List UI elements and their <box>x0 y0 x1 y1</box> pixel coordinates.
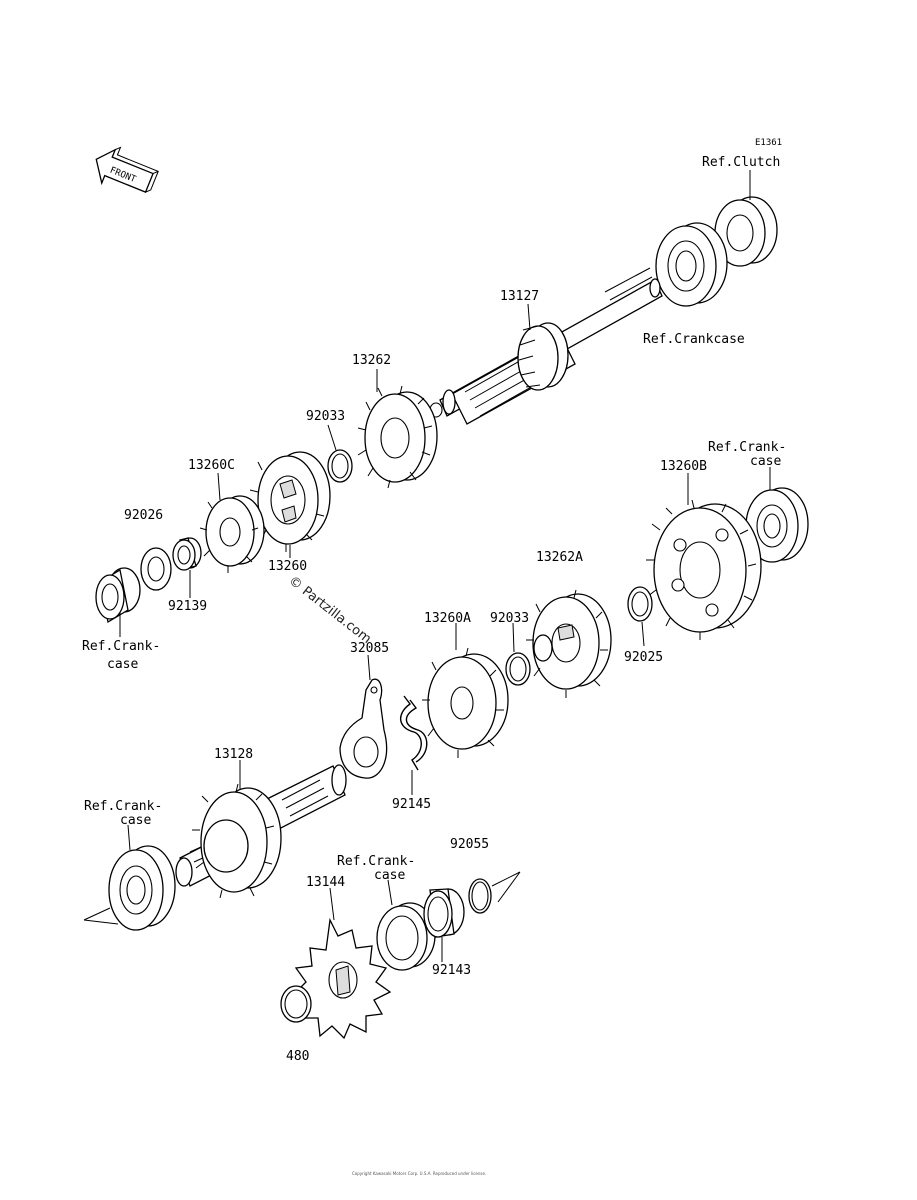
gear-13127 <box>517 322 569 391</box>
gear-13262 <box>357 385 438 489</box>
label-ref-crank-case-4a: Ref.Crank- <box>337 854 415 869</box>
circlip-92033-upper <box>327 449 353 483</box>
collar-92143 <box>423 888 465 938</box>
label-13260: 13260 <box>268 559 307 574</box>
circlip-92033-lower <box>505 652 531 686</box>
bearing-lower-left <box>83 845 176 931</box>
label-ref-crank-case-3b: case <box>120 813 151 828</box>
sprocket-13144 <box>292 917 392 1040</box>
needle-bearing-left <box>95 567 141 624</box>
circlip-480 <box>280 985 312 1023</box>
gear-13260C <box>199 495 265 573</box>
copyright-notice: Copyright Kawasaki Motors Corp. U.S.A. R… <box>352 1171 486 1176</box>
diagram-code: E1361 <box>755 138 782 148</box>
label-13127: 13127 <box>500 289 539 304</box>
label-ref-crankcase: Ref.Crankcase <box>643 332 745 347</box>
label-13144: 13144 <box>306 875 345 890</box>
bearing-right <box>745 487 809 563</box>
gear-13260B <box>646 499 762 640</box>
oil-seal <box>376 902 436 971</box>
gear-13262A <box>526 589 612 698</box>
watermark: © Partzilla.com <box>286 573 374 647</box>
label-13260C: 13260C <box>188 458 235 473</box>
gear-13260 <box>249 451 331 552</box>
label-32085: 32085 <box>350 641 389 656</box>
label-ref-crank-case-4b: case <box>374 868 405 883</box>
bearing-ref-clutch <box>714 196 778 267</box>
label-92033-lower: 92033 <box>490 611 529 626</box>
label-480: 480 <box>286 1049 309 1064</box>
label-13260A: 13260A <box>424 611 471 626</box>
o-ring-92055 <box>468 871 521 914</box>
label-13128: 13128 <box>214 747 253 762</box>
label-ref-crank-case-3a: Ref.Crank- <box>84 799 162 814</box>
label-92055: 92055 <box>450 837 489 852</box>
label-ref-crank-case-2a: Ref.Crank- <box>708 440 786 455</box>
label-13262: 13262 <box>352 353 391 368</box>
label-92033-upper: 92033 <box>306 409 345 424</box>
label-92139: 92139 <box>168 599 207 614</box>
label-92025: 92025 <box>624 650 663 665</box>
label-ref-crank-case-2b: case <box>750 454 781 469</box>
label-13262A: 13262A <box>536 550 583 565</box>
label-ref-crank-case-1a: Ref.Crank- <box>82 639 160 654</box>
plate-32085 <box>339 678 388 779</box>
label-92026: 92026 <box>124 508 163 523</box>
gear-13260A <box>422 647 509 758</box>
gear-13128 <box>192 783 282 899</box>
label-92145: 92145 <box>392 797 431 812</box>
circlip-92025 <box>627 586 653 622</box>
leader-lines <box>119 170 771 962</box>
label-92143: 92143 <box>432 963 471 978</box>
front-arrow-icon: FRONT <box>95 146 159 193</box>
label-ref-crank-case-1b: case <box>107 657 138 672</box>
label-13260B: 13260B <box>660 459 707 474</box>
washer-92026 <box>140 547 172 591</box>
label-ref-clutch: Ref.Clutch <box>702 155 780 170</box>
bearing-ref-crankcase <box>655 222 728 307</box>
spring-92145 <box>400 695 428 771</box>
bushing-92139 <box>172 537 202 571</box>
